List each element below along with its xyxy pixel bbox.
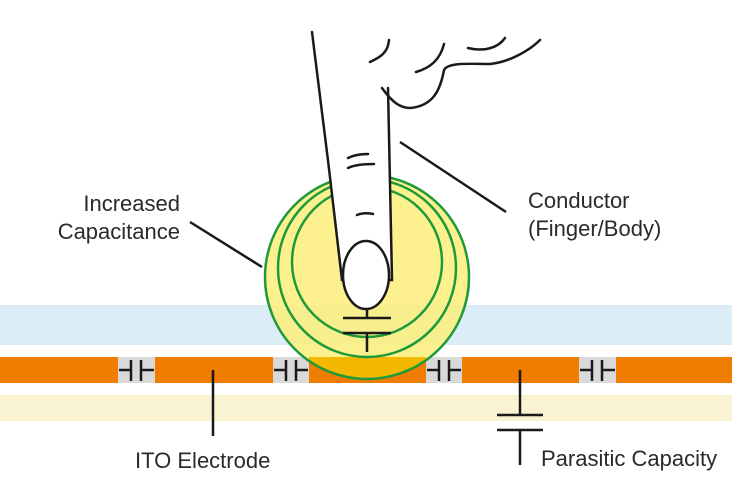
finger-crease — [346, 162, 376, 170]
hand-crease — [466, 36, 507, 51]
label-increased-capacitance-1: Increased — [83, 191, 180, 216]
capacitor-icon — [119, 360, 154, 381]
electrode-segment — [616, 357, 732, 383]
finger-crease — [355, 212, 375, 217]
leader-increased-capacitance — [189, 220, 263, 269]
leader-lines — [189, 140, 507, 436]
capacitor-icon — [427, 360, 461, 381]
finger-capacitor-icon — [343, 309, 391, 352]
electrode-segment — [0, 357, 118, 383]
finger-crease — [346, 152, 370, 160]
hand-knuckle — [380, 38, 542, 110]
leader-conductor — [399, 140, 507, 214]
label-conductor-1: Conductor — [528, 188, 630, 213]
label-ito-electrode: ITO Electrode — [135, 448, 270, 473]
label-conductor-2: (Finger/Body) — [528, 216, 661, 241]
capacitor-icon — [274, 360, 308, 381]
fingernail — [341, 239, 391, 311]
hand-crease — [368, 38, 391, 64]
parasitic-capacitor-icon — [497, 370, 543, 465]
label-parasitic-capacity: Parasitic Capacity — [541, 446, 717, 471]
label-increased-capacitance-2: Capacitance — [58, 219, 180, 244]
hand-crease — [414, 42, 446, 74]
gap-capacitor-icons — [119, 360, 615, 381]
capacitor-icon — [580, 360, 615, 381]
substrate-layer — [0, 395, 732, 421]
finger-icon — [310, 30, 542, 311]
